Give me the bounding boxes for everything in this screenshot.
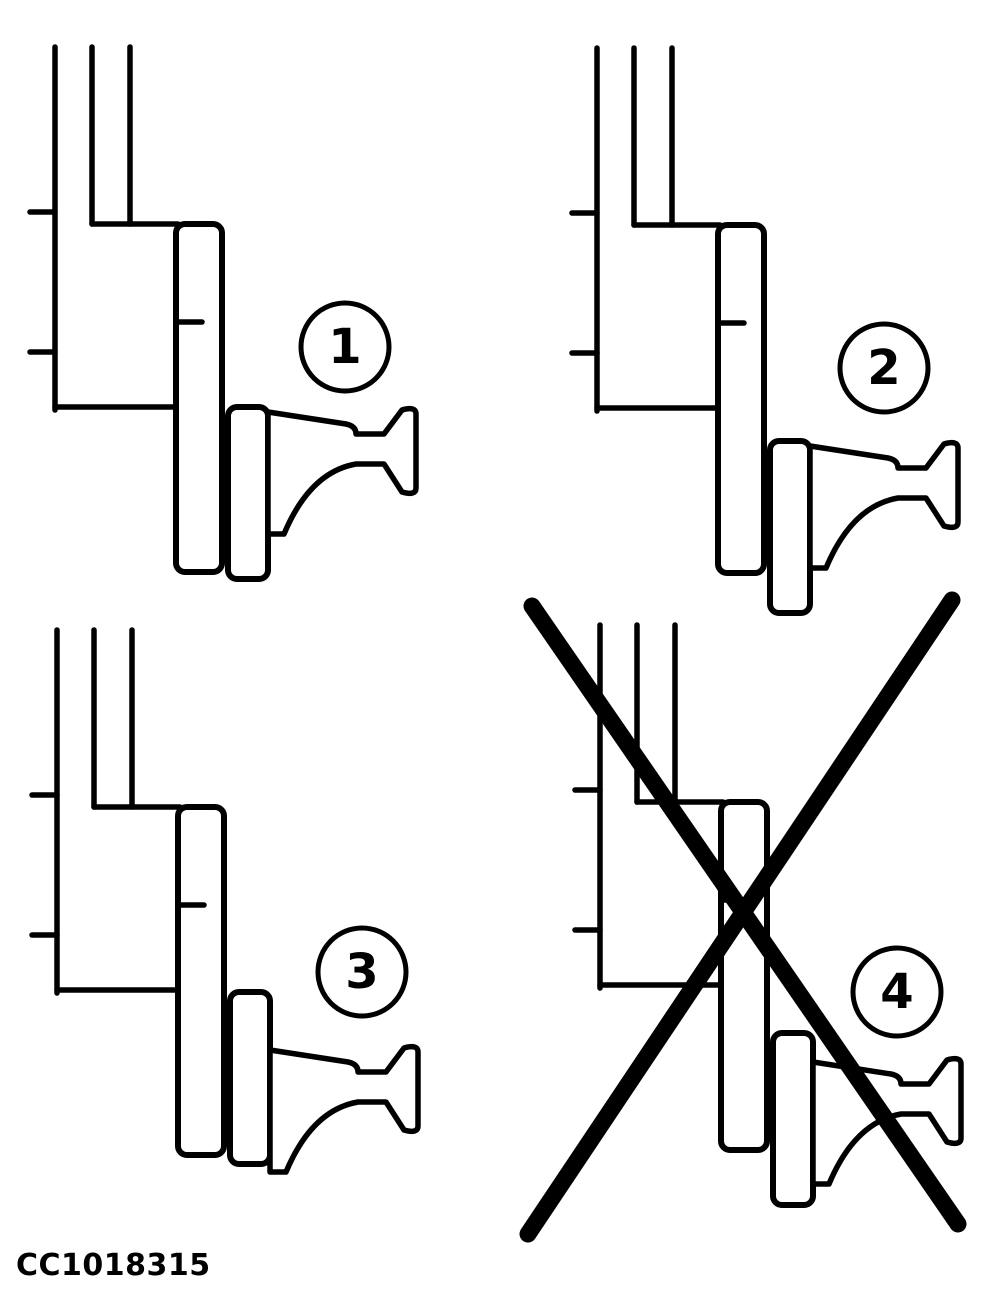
panel-2-badge: 2	[837, 321, 931, 415]
panel-3: 3	[32, 630, 418, 1172]
figure-code: CC1018315	[16, 1248, 211, 1283]
driver-plate-drawing	[230, 992, 270, 1164]
panel-4-badge: 4	[850, 945, 944, 1039]
housing-drawing	[572, 48, 764, 573]
panel-1-number: 1	[328, 319, 361, 375]
panel-1: 1	[30, 47, 416, 579]
driver-plate-drawing	[773, 1033, 813, 1205]
housing-drawing	[30, 47, 222, 572]
panel-3-badge: 3	[315, 925, 409, 1019]
panel-3-number: 3	[345, 944, 378, 1000]
panel-4-number: 4	[880, 964, 913, 1020]
driver-plate-drawing	[228, 407, 268, 579]
cross-out-mark	[519, 591, 967, 1243]
panel-4: 4	[519, 591, 967, 1243]
driver-tool-drawing	[270, 1047, 418, 1172]
driver-tool-drawing	[810, 443, 958, 568]
driver-plate-drawing	[770, 441, 810, 613]
driver-tool-drawing	[268, 409, 416, 534]
panel-2-number: 2	[867, 340, 900, 396]
panel-2: 2	[572, 48, 958, 613]
housing-drawing	[32, 630, 224, 1155]
panel-1-badge: 1	[298, 300, 392, 394]
